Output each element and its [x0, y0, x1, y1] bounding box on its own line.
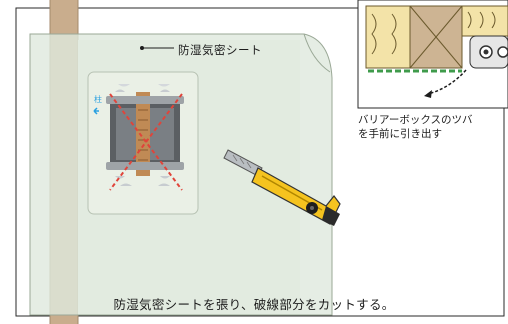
pull-arrow-head	[424, 90, 432, 98]
callout-screw-core	[483, 49, 489, 55]
insulation-pattern-right	[467, 11, 496, 29]
callout-insulation-right	[461, 5, 508, 37]
pillar-label: 柱	[94, 95, 102, 104]
stud-grain	[138, 99, 148, 161]
cutter-knife-icon	[223, 149, 341, 226]
callout-screw	[497, 46, 508, 58]
box-stud	[136, 92, 150, 176]
sheet-label: 防湿気密シート	[178, 43, 262, 57]
pillar-arrow-icon	[93, 107, 99, 115]
bracket-bottom	[106, 162, 184, 170]
box-tabs-top	[118, 84, 170, 87]
bracket-top	[106, 96, 184, 104]
callout-caption-line2: を手前に引き出す	[358, 128, 442, 140]
main-caption: 防湿気密シートを張り、破線部分をカットする。	[113, 297, 395, 312]
stud-cross	[409, 5, 463, 69]
box-tabs	[115, 89, 170, 186]
sheet-fold	[303, 33, 331, 73]
insulation-pattern	[371, 13, 397, 55]
callout-caption: バリアーボックスのツバ を手前に引き出す	[358, 113, 473, 141]
cut-lines	[109, 93, 183, 191]
callout-caption-line1: バリアーボックスのツバ	[358, 114, 473, 126]
